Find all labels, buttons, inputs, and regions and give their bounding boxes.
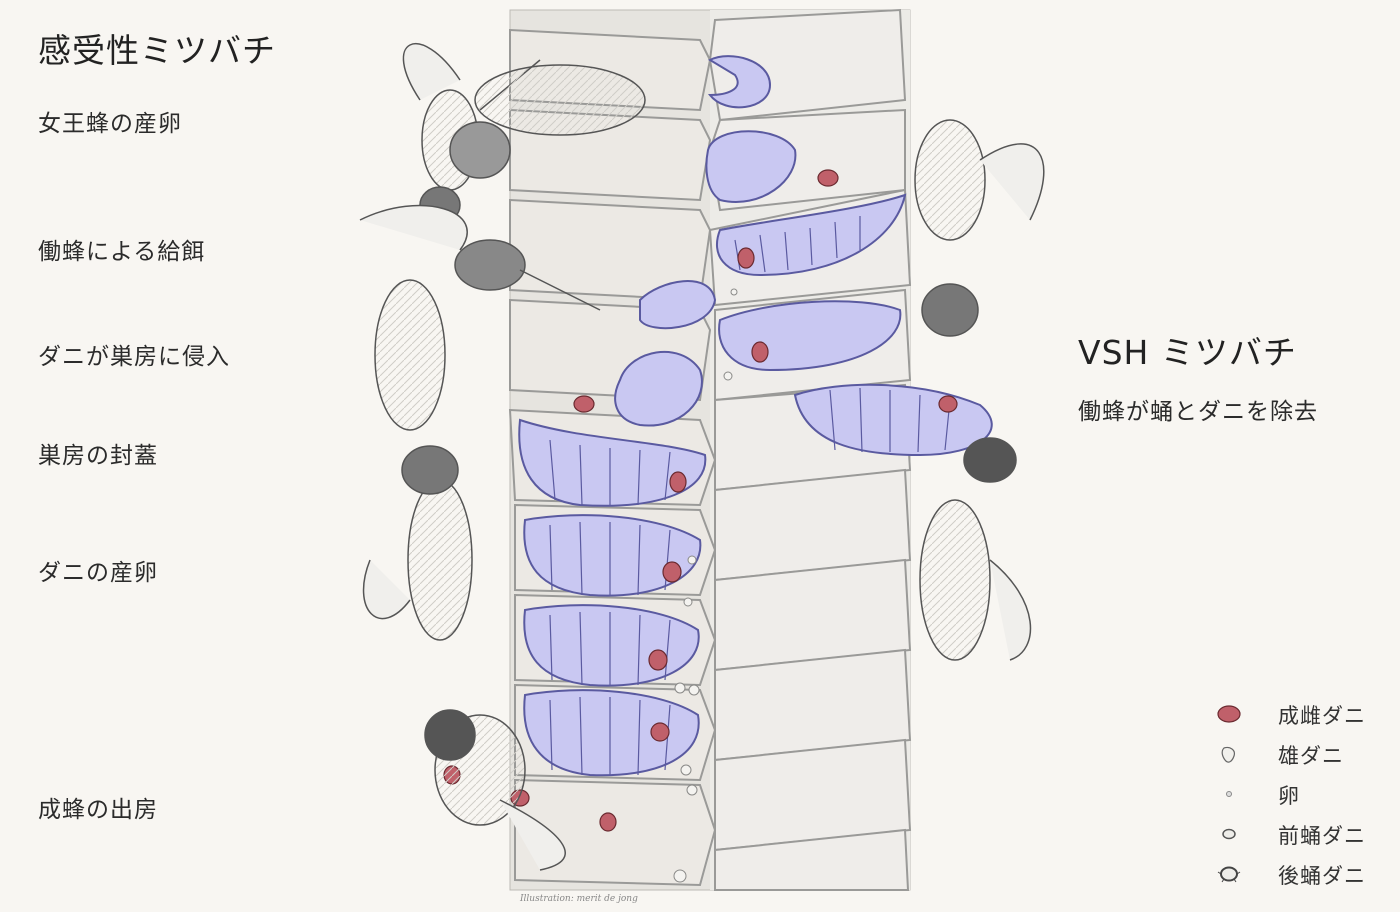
adult-female-mite-icon	[1216, 702, 1242, 726]
legend-label: 前蛹ダニ	[1278, 820, 1366, 850]
susceptible-bee-title: 感受性ミツバチ	[38, 24, 276, 72]
worker-bee-mid-left	[364, 446, 472, 640]
legend-label: 後蛹ダニ	[1278, 860, 1366, 890]
legend-item-protonymph: 前蛹ダニ	[1216, 820, 1396, 850]
legend-label: 卵	[1278, 780, 1300, 810]
protonymph-mite-icon	[1216, 822, 1242, 846]
legend-label: 成雌ダニ	[1278, 700, 1366, 730]
legend-item-adult-female-mite: 成雌ダニ	[1216, 700, 1396, 730]
vsh-bee-title: VSH ミツバチ	[1078, 326, 1297, 374]
legend-item-deutonymph: 後蛹ダニ	[1216, 860, 1396, 890]
legend-item-egg: 卵	[1216, 780, 1396, 810]
honeycomb-illustration	[340, 0, 1060, 912]
legend-item-male-mite: 雄ダニ	[1216, 740, 1396, 770]
egg-icon	[1216, 782, 1242, 806]
illustration-credit: Illustration: merit de jong	[520, 894, 638, 904]
stage-label-cell-capping: 巣房の封蓋	[38, 436, 158, 470]
legend-label: 雄ダニ	[1278, 740, 1344, 770]
stage-label-worker-feeding: 働蜂による給餌	[38, 232, 205, 266]
stage-label-queen-laying: 女王蜂の産卵	[38, 104, 182, 138]
vsh-bee-subtitle: 働蜂が蛹とダニを除去	[1078, 392, 1318, 426]
vsh-worker-bee-upper	[915, 120, 1044, 336]
male-mite-icon	[1216, 742, 1242, 766]
stage-label-mite-laying: ダニの産卵	[38, 553, 158, 587]
stage-label-mite-invasion: ダニが巣房に侵入	[38, 337, 230, 371]
vsh-worker-bee-lower	[920, 438, 1030, 660]
deutonymph-mite-icon	[1216, 862, 1242, 886]
stage-label-adult-emergence: 成蜂の出房	[38, 790, 158, 824]
